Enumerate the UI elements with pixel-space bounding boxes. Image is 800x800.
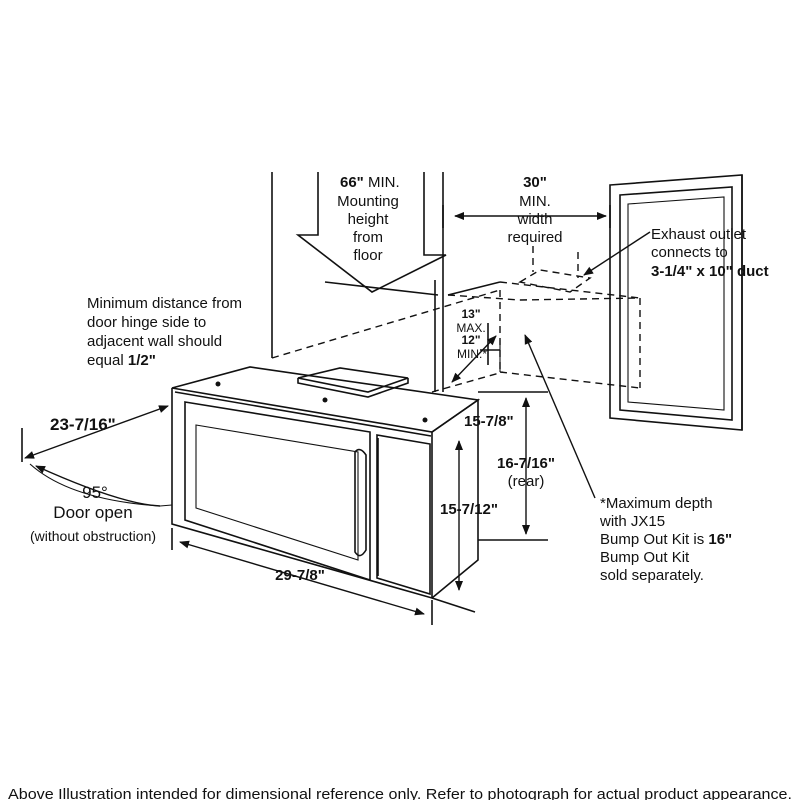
hinge-line3: adjacent wall should bbox=[87, 333, 222, 350]
wall-cabinet-frame bbox=[609, 174, 743, 431]
footnote-line1: *Maximum depth bbox=[600, 495, 713, 512]
width-label: 30" MIN. width required bbox=[507, 174, 562, 246]
cabinet-lines bbox=[271, 172, 641, 393]
footnote: *Maximum depth with JX15 Bump Out Kit is… bbox=[599, 495, 732, 584]
exhaust-line3: 3-1/4" x 10" duct bbox=[651, 263, 769, 280]
hinge-line4-b: 1/2" bbox=[128, 352, 156, 369]
rear-height: 16-7/16" bbox=[497, 455, 555, 472]
hinge-line4-a: equal bbox=[87, 352, 128, 369]
max-value: 13" bbox=[461, 307, 480, 321]
mounting-height-label: 66" MIN. Mounting height from floor bbox=[337, 174, 400, 264]
width-line3: width bbox=[516, 211, 552, 228]
front-height: 15-7/12" bbox=[440, 501, 498, 518]
mount-line4: from bbox=[353, 229, 383, 246]
footnote-line4: Bump Out Kit bbox=[600, 549, 690, 566]
footnote-line2: with JX15 bbox=[599, 513, 665, 530]
hinge-line1: Minimum distance from bbox=[87, 295, 242, 312]
footnote-line3-b: 16" bbox=[708, 531, 732, 548]
door-label: 23-7/16" 95° Door open (without obstruct… bbox=[30, 415, 156, 544]
hinge-line2: door hinge side to bbox=[87, 314, 206, 331]
exhaust-outlet bbox=[518, 246, 592, 293]
exhaust-line2: connects to bbox=[651, 244, 728, 261]
overall-width: 29-7/8" bbox=[275, 567, 325, 584]
leader-lines bbox=[480, 231, 651, 499]
max-label: MAX. bbox=[456, 321, 485, 335]
mounting-height-arrow bbox=[295, 172, 447, 293]
mount-line2: Mounting bbox=[337, 193, 399, 210]
mount-line5: floor bbox=[353, 247, 382, 264]
mount-min: MIN. bbox=[364, 174, 400, 191]
mount-line3: height bbox=[348, 211, 390, 228]
depth-range-label: 13" MAX. 12" MIN.* bbox=[456, 307, 487, 361]
footnote-line3-a: Bump Out Kit is bbox=[600, 531, 708, 548]
door-open: Door open bbox=[53, 503, 132, 522]
no-obstruction: (without obstruction) bbox=[30, 528, 156, 544]
exhaust-line1: Exhaust outlet bbox=[651, 226, 747, 243]
svg-text:equal 1/2": equal 1/2" bbox=[87, 352, 156, 369]
min-label: MIN.* bbox=[457, 347, 487, 361]
microwave-body bbox=[171, 366, 481, 600]
top-depth: 15-7/8" bbox=[464, 413, 514, 430]
dimension-lines bbox=[21, 205, 611, 625]
disclaimer: Above Illustration intended for dimensio… bbox=[8, 786, 792, 800]
width-line2: MIN. bbox=[519, 193, 551, 210]
width-line4: required bbox=[507, 229, 562, 246]
width-value: 30" bbox=[523, 174, 547, 191]
svg-text:Bump Out Kit is 16": Bump Out Kit is 16" bbox=[600, 531, 732, 548]
exhaust-label: Exhaust outlet connects to 3-1/4" x 10" … bbox=[651, 226, 769, 280]
footnote-line5: sold separately. bbox=[600, 567, 704, 584]
min-value: 12" bbox=[461, 333, 480, 347]
rear-label: (rear) bbox=[508, 473, 545, 490]
angle: 95° bbox=[82, 483, 108, 502]
door-width: 23-7/16" bbox=[50, 415, 116, 434]
hinge-note: Minimum distance from door hinge side to… bbox=[87, 295, 242, 369]
mount-value: 66" bbox=[340, 174, 364, 191]
svg-text:66" MIN.: 66" MIN. bbox=[340, 174, 400, 191]
size-labels: 15-7/8" 16-7/16" (rear) 15-7/12" 29-7/8" bbox=[275, 413, 555, 584]
